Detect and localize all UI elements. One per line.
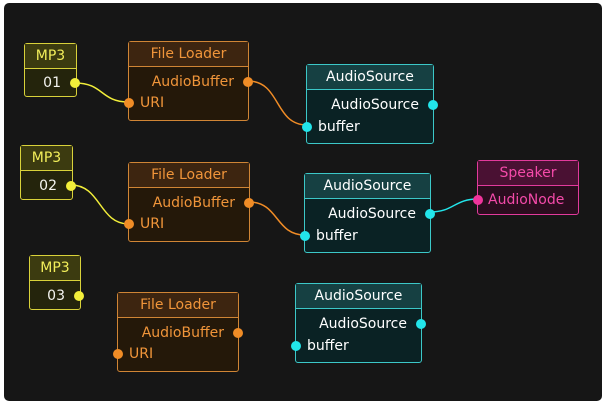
uri-input-label: URI — [140, 216, 165, 232]
audiosource-output-port[interactable] — [428, 100, 438, 110]
mp3-node-value: 01 — [43, 75, 61, 91]
audionode-input-label: AudioNode — [488, 192, 565, 208]
mp3-output-port[interactable] — [70, 78, 80, 88]
uri-input-label: URI — [140, 95, 165, 111]
audio-source-node-3[interactable]: AudioSource AudioSource buffer — [291, 283, 426, 363]
audiobuffer-output-label: AudioBuffer — [141, 325, 224, 341]
file-loader-node-3[interactable]: File Loader AudioBuffer URI — [113, 292, 243, 372]
audiobuffer-output-label: AudioBuffer — [151, 74, 234, 90]
file-loader-title: File Loader — [118, 293, 238, 318]
speaker-title: Speaker — [478, 161, 578, 186]
mp3-node-title: MP3 — [21, 146, 72, 171]
audio-source-node-1[interactable]: AudioSource AudioSource buffer — [302, 64, 438, 144]
wire-mp3-02-to-loader-2[interactable] — [70, 184, 130, 225]
audiobuffer-output-port[interactable] — [243, 77, 253, 87]
buffer-input-label: buffer — [316, 228, 358, 244]
audiobuffer-output-port[interactable] — [244, 198, 254, 208]
file-loader-node-1[interactable]: File Loader AudioBuffer URI — [124, 41, 253, 121]
uri-input-label: URI — [129, 346, 154, 362]
audio-source-title: AudioSource — [307, 65, 433, 90]
audionode-input-port[interactable] — [473, 195, 483, 205]
audiosource-output-port[interactable] — [425, 209, 435, 219]
mp3-node-value: 03 — [47, 288, 65, 304]
audio-source-node-2[interactable]: AudioSource AudioSource buffer — [300, 173, 435, 253]
file-loader-title: File Loader — [129, 163, 249, 188]
wire-mp3-01-to-loader-1[interactable] — [74, 82, 130, 103]
mp3-node-title: MP3 — [25, 44, 76, 69]
audiobuffer-output-port[interactable] — [233, 328, 243, 338]
buffer-input-port[interactable] — [300, 231, 310, 241]
audiosource-output-label: AudioSource — [328, 206, 416, 222]
buffer-input-port[interactable] — [291, 341, 301, 351]
uri-input-port[interactable] — [124, 98, 134, 108]
audiobuffer-output-label: AudioBuffer — [152, 195, 235, 211]
mp3-node-03[interactable]: MP3 03 — [29, 255, 84, 310]
mp3-node-value: 02 — [39, 178, 57, 194]
uri-input-port[interactable] — [124, 219, 134, 229]
node-graph-canvas[interactable]: MP3 01 MP3 02 MP3 03 File Loader AudioBu… — [4, 3, 602, 401]
uri-input-port[interactable] — [113, 349, 123, 359]
mp3-node-title: MP3 — [30, 256, 80, 281]
mp3-output-port[interactable] — [66, 181, 76, 191]
buffer-input-label: buffer — [307, 338, 349, 354]
mp3-node-01[interactable]: MP3 01 — [24, 43, 80, 97]
audiosource-output-label: AudioSource — [319, 316, 407, 332]
audiosource-output-port[interactable] — [416, 319, 426, 329]
audiosource-output-label: AudioSource — [331, 97, 419, 113]
wire-loader-1-to-source-1[interactable] — [247, 80, 308, 126]
audio-source-title: AudioSource — [305, 174, 430, 199]
file-loader-title: File Loader — [129, 42, 248, 67]
mp3-output-port[interactable] — [74, 291, 84, 301]
wire-loader-2-to-source-2[interactable] — [248, 201, 306, 236]
mp3-node-02[interactable]: MP3 02 — [20, 145, 76, 200]
file-loader-node-2[interactable]: File Loader AudioBuffer URI — [124, 162, 254, 242]
speaker-node[interactable]: Speaker AudioNode — [473, 160, 579, 215]
audio-source-title: AudioSource — [296, 284, 421, 309]
buffer-input-port[interactable] — [302, 122, 312, 132]
buffer-input-label: buffer — [318, 119, 360, 135]
wire-source-2-to-speaker[interactable] — [429, 198, 479, 213]
